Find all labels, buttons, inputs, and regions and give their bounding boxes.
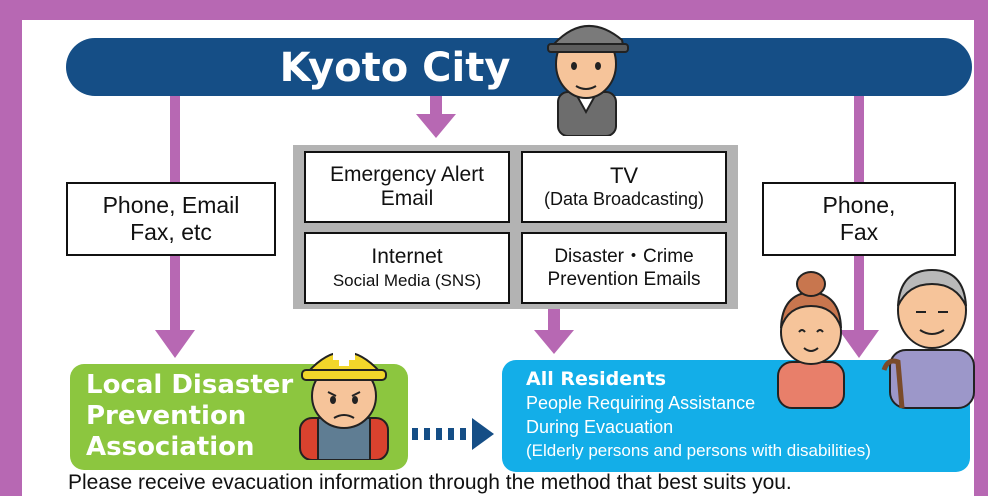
phone-line: Phone, <box>822 192 896 218</box>
channel-line: Internet <box>371 245 443 268</box>
city-official-illustration <box>547 25 629 136</box>
internet-social-media-box: Internet Social Media (SNS) <box>304 232 510 304</box>
dashed-arrow-head <box>472 418 494 450</box>
fax-etc-line: Fax, etc <box>130 219 212 245</box>
center-arrow-head <box>416 114 456 138</box>
disaster-crime-emails-box: Disaster・Crime Prevention Emails <box>521 232 727 304</box>
tv-data-broadcasting-box: TV (Data Broadcasting) <box>521 151 727 223</box>
dash-segment <box>412 428 418 440</box>
phone-email-line: Phone, Email <box>102 192 240 218</box>
kyoto-city-banner <box>66 38 972 96</box>
footer-instruction: Please receive evacuation information th… <box>68 471 792 494</box>
emergency-alert-email-box: Emergency Alert Email <box>304 151 510 223</box>
center-lower-arrow-head <box>534 330 574 354</box>
association-label: Local Disaster Prevention Association <box>86 370 306 463</box>
channel-line: Prevention Emails <box>547 269 701 290</box>
helmet-worker-illustration <box>299 344 389 460</box>
channel-line: Social Media (SNS) <box>332 271 482 290</box>
phone-email-fax-box: Phone, Email Fax, etc <box>66 182 276 256</box>
dash-segment <box>460 428 466 440</box>
center-arrow-shaft <box>430 96 442 116</box>
residents-title: All Residents <box>526 368 667 390</box>
dash-segment <box>448 428 454 440</box>
right-arrow-head <box>839 330 879 358</box>
residents-line: People Requiring Assistance <box>526 393 756 413</box>
residents-line: (Elderly persons and persons with disabi… <box>526 441 871 460</box>
phone-fax-box: Phone, Fax <box>762 182 956 256</box>
frame-border-left <box>0 0 22 496</box>
residents-line: During Evacuation <box>526 417 674 437</box>
frame-border-right <box>974 0 988 496</box>
frame-border-top <box>0 0 988 20</box>
dash-segment <box>424 428 430 440</box>
channel-line: Disaster・Crime <box>554 246 694 267</box>
association-line: Association <box>86 432 255 462</box>
fax-line: Fax <box>839 219 879 245</box>
channel-line: TV <box>609 163 639 188</box>
banner-title: Kyoto City <box>279 45 511 91</box>
channel-line: (Data Broadcasting) <box>543 189 705 209</box>
association-line: Local Disaster <box>86 370 294 400</box>
left-arrow-head <box>155 330 195 358</box>
center-lower-arrow-shaft <box>548 309 560 331</box>
residents-illustration <box>777 268 975 409</box>
channel-line: Emergency Alert <box>329 163 485 186</box>
association-line: Prevention <box>86 401 247 431</box>
channel-line: Email <box>380 187 434 210</box>
dash-segment <box>436 428 442 440</box>
